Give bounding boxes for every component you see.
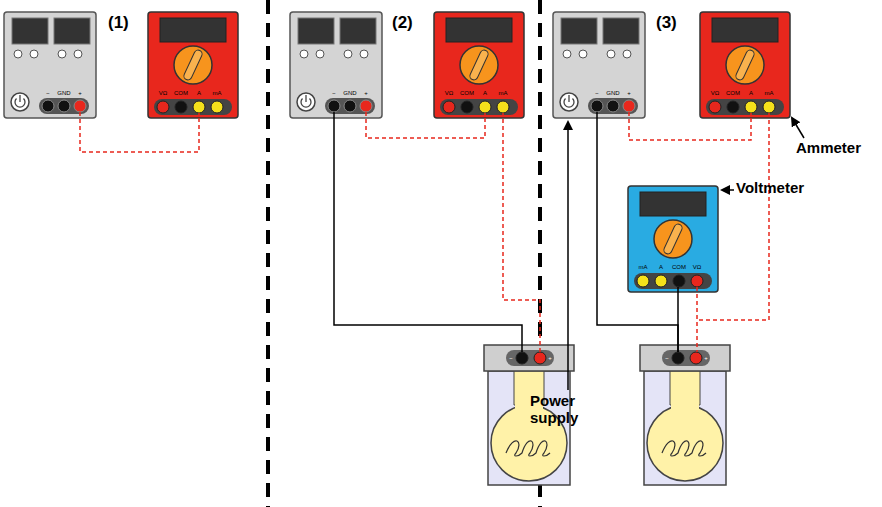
terminal-label: + <box>627 90 631 97</box>
terminal-label: mA <box>499 90 508 97</box>
terminal-label: A <box>483 90 487 97</box>
terminal-label: GND <box>606 90 619 97</box>
multimeter <box>434 12 524 118</box>
terminal-label: − <box>46 90 50 97</box>
terminal-label: mA <box>765 90 774 97</box>
panel-number: (3) <box>656 14 677 33</box>
terminal-label: + <box>364 90 368 97</box>
terminal-label: GND <box>57 90 70 97</box>
power-supply <box>290 12 382 118</box>
terminal-label: VΩ <box>159 90 168 97</box>
terminal-label: VΩ <box>693 264 702 271</box>
terminal-label: + <box>704 355 708 362</box>
wires <box>80 112 769 352</box>
light-bulb <box>640 345 730 485</box>
power-supply <box>553 12 645 118</box>
terminal-label: + <box>78 90 82 97</box>
terminal-label: − <box>665 355 669 362</box>
terminal-label: A <box>659 264 663 271</box>
terminal-label: − <box>332 90 336 97</box>
terminal-label: COM <box>726 90 740 97</box>
terminal-label: COM <box>174 90 188 97</box>
terminal-label: VΩ <box>711 90 720 97</box>
terminal-label: + <box>548 355 552 362</box>
callout-label: Ammeter <box>796 140 861 157</box>
terminal-label: A <box>197 90 201 97</box>
terminal-label: COM <box>672 264 686 271</box>
callout-label: Power supply <box>530 393 590 426</box>
leader-arrows <box>568 118 804 390</box>
multimeter <box>628 186 718 292</box>
terminal-label: A <box>749 90 753 97</box>
power-supply <box>4 12 96 118</box>
terminal-label: mA <box>213 90 222 97</box>
terminal-label: COM <box>460 90 474 97</box>
terminal-label: mA <box>639 264 648 271</box>
terminal-label: GND <box>343 90 356 97</box>
terminal-label: − <box>509 355 513 362</box>
callout-label: Voltmeter <box>736 180 804 197</box>
multimeter <box>148 12 238 118</box>
terminal-label: − <box>595 90 599 97</box>
terminal-label: VΩ <box>445 90 454 97</box>
panel-number: (2) <box>392 14 413 33</box>
multimeter <box>700 12 790 118</box>
panel-number: (1) <box>108 14 129 33</box>
